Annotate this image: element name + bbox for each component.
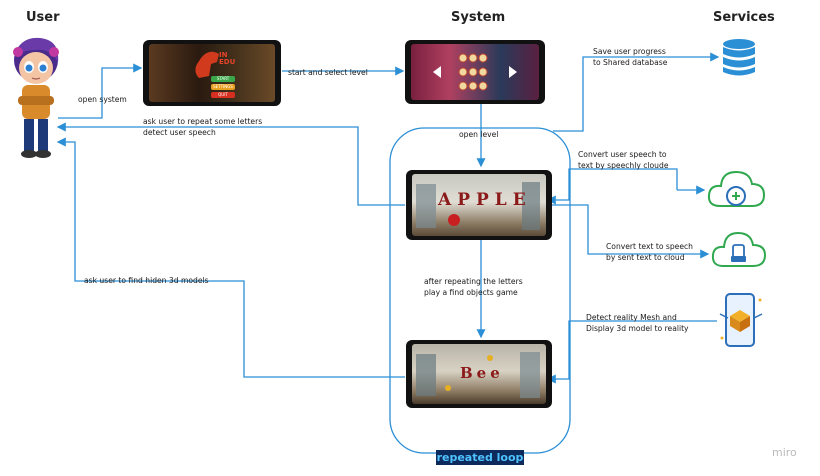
apple-level-screen: APPLE xyxy=(406,170,552,240)
speechly-cloud-icon xyxy=(706,166,768,212)
label-open-system: open system xyxy=(78,95,127,104)
cartoon-boy-icon xyxy=(13,37,59,158)
label-ask-repeat-1: ask user to repeat some letters xyxy=(143,117,263,126)
user-header: User xyxy=(26,10,60,25)
apple-icon xyxy=(448,214,460,226)
menu-quit-button[interactable]: QUIT xyxy=(211,92,235,98)
arrow-convert-stt xyxy=(546,168,678,205)
tts-cloud-icon xyxy=(710,228,768,270)
arrow-save xyxy=(553,52,720,132)
arrow-ask-find xyxy=(56,137,405,378)
user-avatar xyxy=(6,36,66,172)
label-convert-tts-1: Convert text to speech xyxy=(606,242,693,251)
apple-word: APPLE xyxy=(438,190,532,210)
label-detect-1: Detect reality Mesh and xyxy=(586,313,677,322)
menu-start-button[interactable]: START xyxy=(211,76,235,82)
arrow-detect-mesh xyxy=(546,320,717,384)
arrow-ask-repeat xyxy=(56,122,405,206)
bee-level-screen: Bee xyxy=(406,340,552,408)
label-open-level: open level xyxy=(459,130,499,139)
bee-word: Bee xyxy=(460,364,504,382)
repeated-loop-label: repeated loop xyxy=(436,450,524,465)
label-detect-2: Display 3d model to reality xyxy=(586,324,689,333)
label-save-1: Save user progress xyxy=(593,47,666,56)
label-start-select: start and select level xyxy=(288,68,368,77)
level-grid-icon xyxy=(433,53,517,91)
miro-watermark: miro xyxy=(772,446,797,459)
menu-screen: IN EDU START SETTINGS QUIT xyxy=(143,40,281,106)
label-convert-stt-2: text by speechly cloude xyxy=(578,161,669,170)
dinosaur-icon xyxy=(195,51,219,78)
arrow-convert-tts xyxy=(548,204,710,259)
label-ask-find: ask user to find hiden 3d models xyxy=(84,276,209,285)
database-icon xyxy=(721,38,757,78)
menu-settings-button[interactable]: SETTINGS xyxy=(211,84,235,90)
bee-icon xyxy=(445,355,493,391)
label-after-repeat-2: play a find objects game xyxy=(424,288,518,297)
ar-phone-icon xyxy=(716,292,766,350)
system-header: System xyxy=(451,10,506,25)
label-convert-tts-2: by sent text to cloud xyxy=(606,253,685,262)
arrow-open-system xyxy=(58,63,143,119)
label-save-2: to Shared database xyxy=(593,58,668,67)
label-ask-repeat-2: detect user speech xyxy=(143,128,216,137)
level-select-screen xyxy=(405,40,545,104)
menu-title: IN EDU xyxy=(219,51,236,66)
label-after-repeat-1: after repeating the letters xyxy=(424,277,523,286)
label-convert-stt-1: Convert user speech to xyxy=(578,150,667,159)
services-header: Services xyxy=(713,10,775,25)
